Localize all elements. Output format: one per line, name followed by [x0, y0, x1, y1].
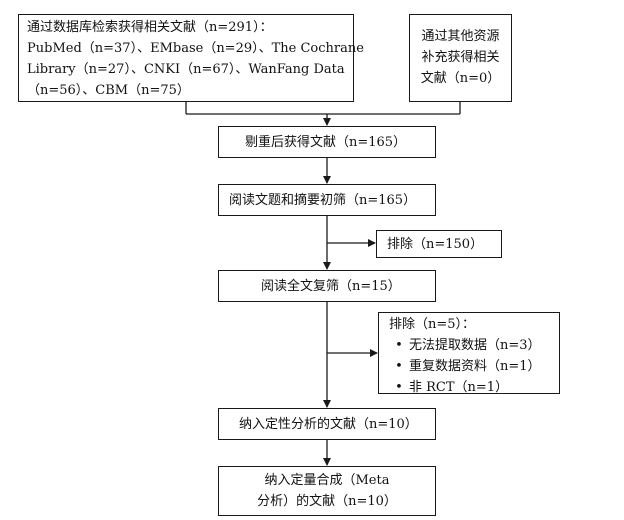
- qualitative-synthesis-box: 纳入定性分析的文献（n=10）: [218, 408, 436, 440]
- exclusion-2-item: • 无法提取数据（n=3）: [389, 335, 559, 356]
- bullet-icon: •: [395, 338, 403, 353]
- fulltext-screen-box: 阅读全文复筛（n=15）: [218, 270, 436, 302]
- title-abstract-screen-label: 阅读文题和摘要初筛（n=165）: [229, 193, 417, 208]
- other-sources-line-1: 通过其他资源: [421, 29, 500, 44]
- database-search-line-2: PubMed（n=37）、EMbase（n=29）、The Cochrane: [27, 41, 364, 56]
- exclusion-2-item: • 非 RCT（n=1）: [389, 377, 559, 398]
- quantitative-synthesis-line-2: 分析）的文献（n=10）: [257, 494, 397, 509]
- exclusion-2-heading: 排除（n=5）：: [389, 317, 476, 332]
- bullet-icon: •: [395, 359, 403, 374]
- exclusion-box-2: 排除（n=5）： • 无法提取数据（n=3） • 重复数据资料（n=1） • 非 RC…: [378, 312, 560, 395]
- database-search-line-4: （n=56）、CBM（n=75）: [27, 83, 190, 98]
- fulltext-screen-label: 阅读全文复筛（n=15）: [261, 279, 401, 294]
- other-sources-box: 通过其他资源 补充获得相关 文献（n=0）: [409, 14, 512, 102]
- exclusion-box-1: 排除（n=150）: [376, 230, 502, 258]
- quantitative-synthesis-line-1: 纳入定量合成（Meta: [264, 473, 390, 488]
- exclusion-2-item-text: 非 RCT（n=1）: [409, 380, 509, 395]
- exclusion-1-label: 排除（n=150）: [387, 237, 484, 252]
- exclusion-2-item-text: 重复数据资料（n=1）: [409, 359, 541, 374]
- title-abstract-screen-box: 阅读文题和摘要初筛（n=165）: [218, 184, 436, 216]
- exclusion-2-item-text: 无法提取数据（n=3）: [409, 338, 541, 353]
- database-search-box: 通过数据库检索获得相关文献（n=291）： PubMed（n=37）、EMbas…: [18, 14, 364, 102]
- database-search-line-3: Library（n=27）、CNKI（n=67）、WanFang Data: [27, 62, 345, 77]
- qualitative-synthesis-label: 纳入定性分析的文献（n=10）: [239, 417, 418, 432]
- quantitative-synthesis-box: 纳入定量合成（Meta 分析）的文献（n=10）: [218, 466, 436, 516]
- exclusion-2-item: • 重复数据资料（n=1）: [389, 356, 559, 377]
- bullet-icon: •: [395, 380, 403, 395]
- database-search-line-1: 通过数据库检索获得相关文献（n=291）：: [27, 20, 273, 35]
- other-sources-line-2: 补充获得相关: [421, 50, 500, 65]
- dedup-label: 剔重后获得文献（n=165）: [245, 135, 407, 150]
- dedup-box: 剔重后获得文献（n=165）: [218, 126, 436, 158]
- other-sources-line-3: 文献（n=0）: [420, 71, 501, 86]
